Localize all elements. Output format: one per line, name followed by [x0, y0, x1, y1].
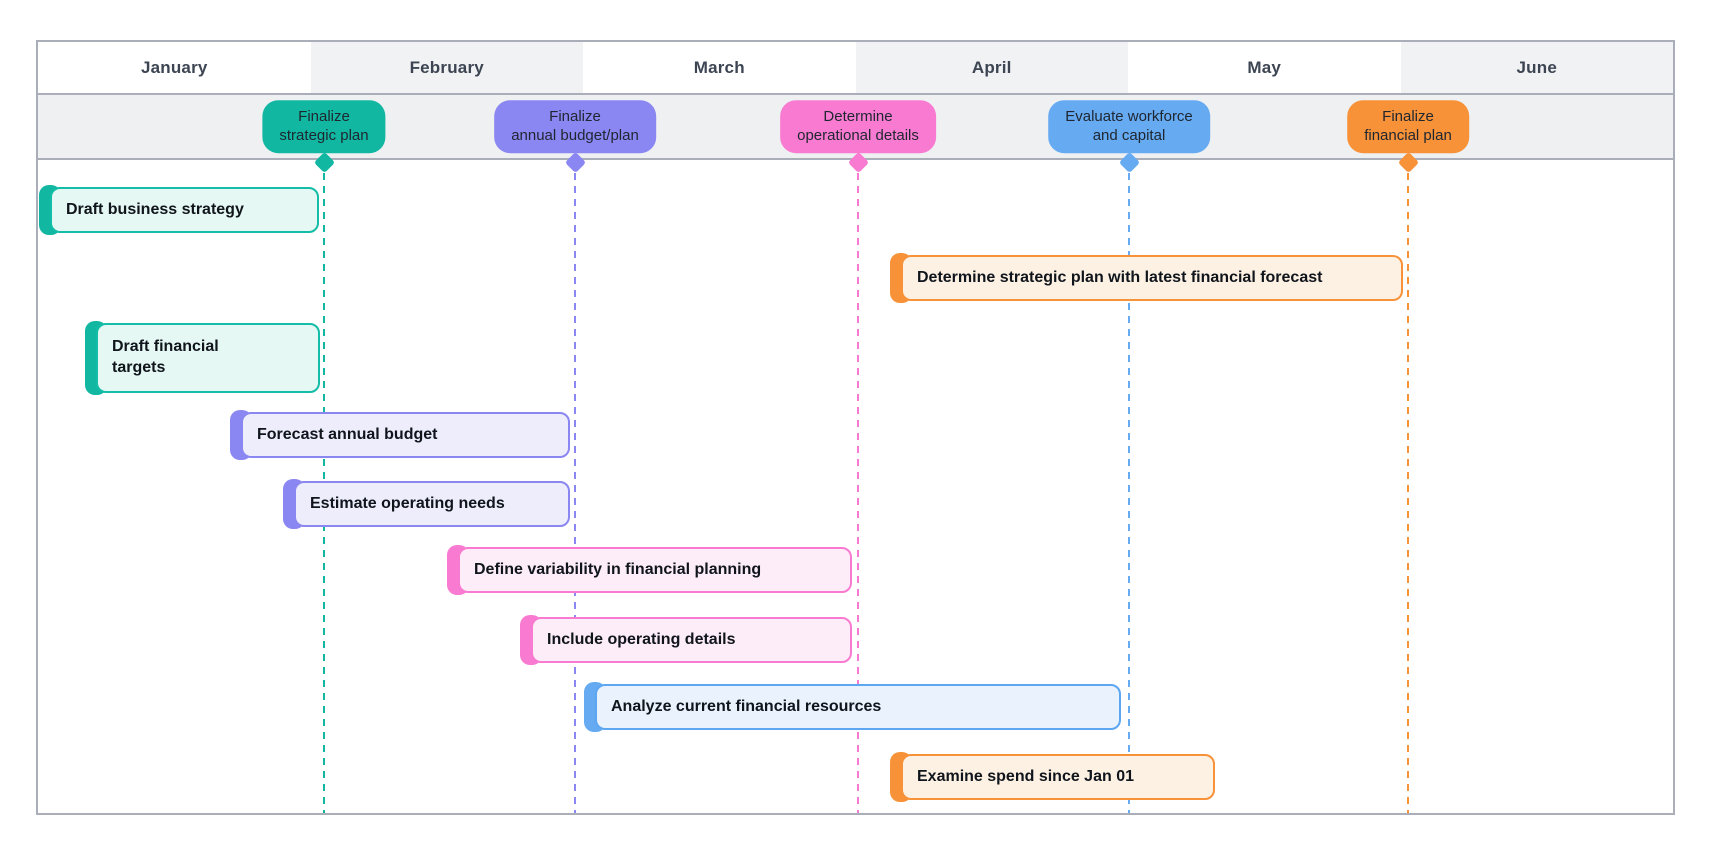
task-bar[interactable]: Examine spend since Jan 01	[890, 752, 1215, 802]
milestone-dropline	[1407, 160, 1409, 813]
task-bar[interactable]: Include operating details	[520, 615, 852, 665]
month-header-january: January	[38, 42, 311, 93]
month-header-may: May	[1128, 42, 1401, 93]
task-bar-label: Analyze current financial resources	[595, 684, 1121, 730]
task-bar[interactable]: Estimate operating needs	[283, 479, 570, 529]
task-bar[interactable]: Forecast annual budget	[230, 410, 570, 460]
task-bar[interactable]: Determine strategic plan with latest fin…	[890, 253, 1403, 303]
task-bar-label: Draft financial targets	[96, 323, 320, 393]
task-bar[interactable]: Define variability in financial planning	[447, 545, 852, 595]
task-bar-label: Draft business strategy	[50, 187, 319, 233]
milestone-pill[interactable]: Finalize financial plan	[1347, 99, 1469, 154]
milestone-band: Finalize strategic plan Finalize annual b…	[38, 95, 1673, 160]
milestone-pill[interactable]: Determine operational details	[780, 99, 936, 154]
milestone-pill[interactable]: Evaluate workforce and capital	[1048, 99, 1210, 154]
task-bar-label: Define variability in financial planning	[458, 547, 852, 593]
milestone-dropline	[574, 160, 576, 813]
task-bar[interactable]: Draft financial targets	[85, 321, 320, 395]
month-header-february: February	[310, 42, 583, 93]
milestone-pill[interactable]: Finalize strategic plan	[262, 99, 386, 154]
task-bar[interactable]: Analyze current financial resources	[584, 682, 1121, 732]
task-bar-label: Estimate operating needs	[294, 481, 570, 527]
milestone-dropline	[1128, 160, 1130, 813]
month-header-april: April	[855, 42, 1128, 93]
task-bar-label: Include operating details	[531, 617, 852, 663]
month-header-march: March	[583, 42, 856, 93]
task-bar[interactable]: Draft business strategy	[39, 185, 319, 235]
task-bar-label: Examine spend since Jan 01	[901, 754, 1215, 800]
month-header-june: June	[1400, 42, 1673, 93]
milestone-dropline	[857, 160, 859, 813]
milestone-pill[interactable]: Finalize annual budget/plan	[494, 99, 656, 154]
task-bar-label: Forecast annual budget	[241, 412, 570, 458]
task-bar-label: Determine strategic plan with latest fin…	[901, 255, 1403, 301]
